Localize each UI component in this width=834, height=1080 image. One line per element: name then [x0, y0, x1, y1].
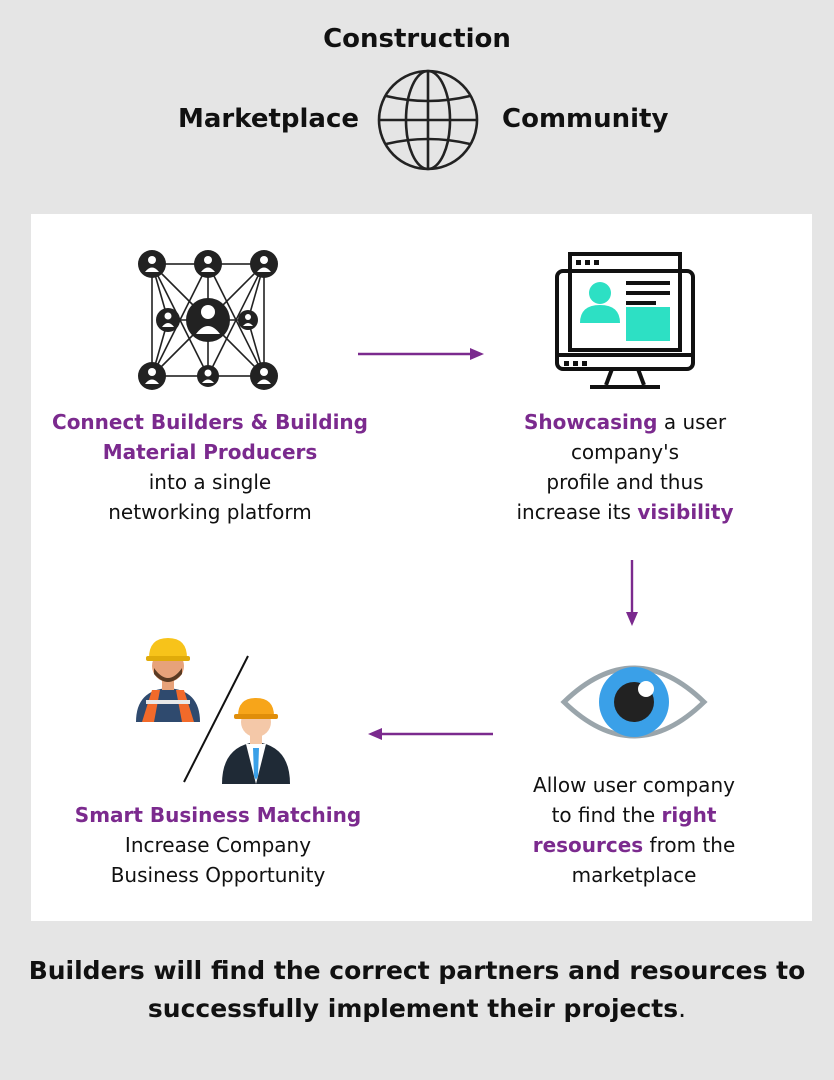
caption-match: Smart Business Matching Increase Company…	[60, 800, 376, 890]
match-line3: Business Opportunity	[110, 863, 326, 887]
match-highlight: Smart Business Matching	[74, 803, 362, 827]
globe-icon	[376, 68, 480, 172]
arrow-left	[366, 726, 494, 742]
header-marketplace: Marketplace	[178, 104, 360, 134]
showcase-visibility: visibility	[637, 500, 734, 524]
connect-highlight-line1: Connect Builders & Building	[52, 410, 368, 434]
arrow-right	[358, 346, 486, 362]
caption-showcase: Showcasing a user company's profile and …	[490, 407, 760, 527]
header-community: Community	[502, 104, 669, 134]
find-line1: Allow user company	[533, 773, 735, 797]
showcase-line3: profile and thus	[546, 470, 704, 494]
find-line4: marketplace	[571, 863, 697, 887]
connect-line3: into a single	[148, 470, 272, 494]
showcase-line2: company's	[570, 440, 680, 464]
find-resources: resources	[532, 833, 644, 857]
footer-line2: successfully implement their projects	[147, 994, 679, 1023]
find-line3-post: from the	[643, 833, 736, 857]
eye-icon	[560, 654, 708, 750]
showcase-highlight: Showcasing	[523, 410, 658, 434]
connect-highlight-line2: Material Producers	[102, 440, 318, 464]
caption-connect: Connect Builders & Building Material Pro…	[40, 407, 380, 527]
connect-line4: networking platform	[108, 500, 312, 524]
footer-statement: Builders will find the correct partners …	[0, 952, 834, 1028]
footer-period: .	[678, 994, 687, 1023]
workers-icon	[134, 634, 296, 786]
caption-find: Allow user company to find the right res…	[500, 770, 768, 890]
arrow-down	[624, 560, 640, 628]
showcase-line4-pre: increase its	[516, 500, 638, 524]
header-construction: Construction	[323, 24, 511, 54]
find-line2-pre: to find the	[551, 803, 662, 827]
network-icon	[136, 248, 282, 394]
find-right: right	[661, 803, 717, 827]
footer-line1: Builders will find the correct partners …	[28, 956, 806, 985]
showcase-line1-rest: a user	[657, 410, 727, 434]
monitor-profile-icon	[554, 251, 696, 391]
match-line2: Increase Company	[124, 833, 312, 857]
